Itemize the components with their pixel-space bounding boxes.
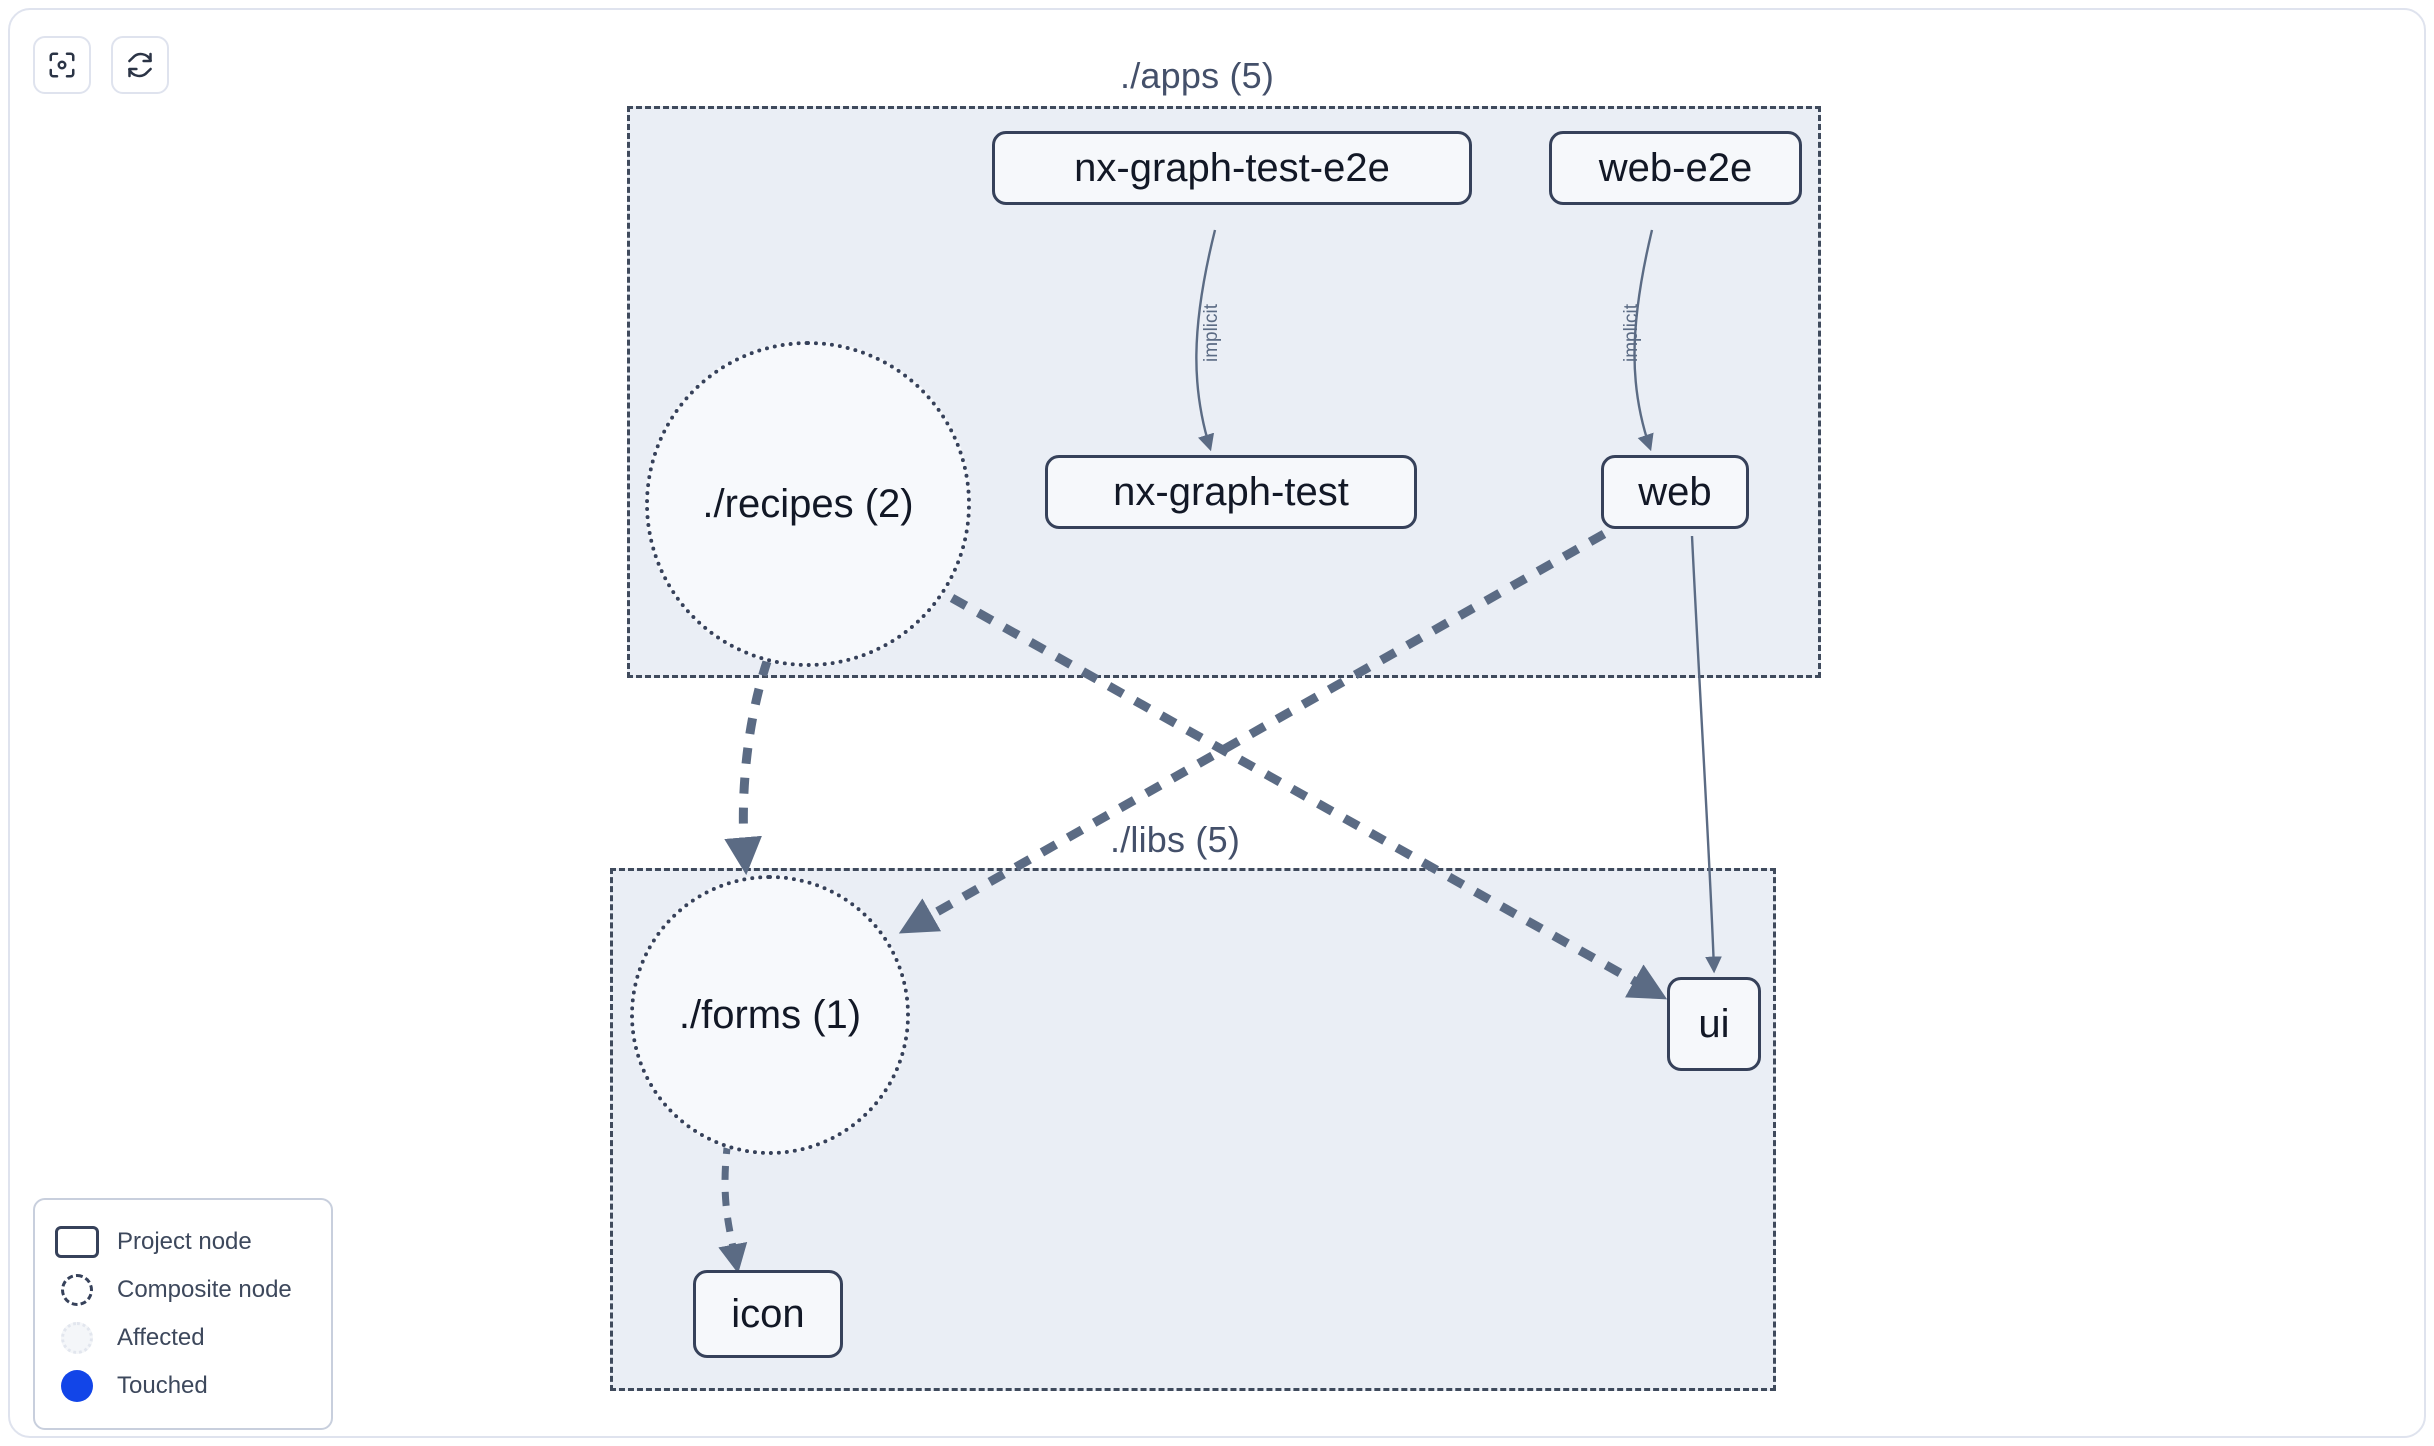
- legend-item-label: Touched: [117, 1372, 208, 1399]
- legend-item-project-node: Project node: [55, 1218, 311, 1266]
- affected-node-swatch: [55, 1321, 99, 1355]
- group-libs-label: ./libs (5): [1100, 822, 1251, 858]
- node-label: web-e2e: [1598, 145, 1753, 190]
- node-recipes[interactable]: ./recipes (2): [645, 341, 971, 667]
- node-ui[interactable]: ui: [1667, 977, 1761, 1071]
- node-web[interactable]: web: [1601, 455, 1749, 529]
- legend-item-touched: Touched: [55, 1362, 311, 1410]
- legend-item-label: Project node: [117, 1228, 252, 1255]
- legend-item-label: Composite node: [117, 1276, 292, 1303]
- node-nx-graph-test[interactable]: nx-graph-test: [1045, 455, 1417, 529]
- node-label: nx-graph-test-e2e: [1074, 145, 1390, 190]
- touched-node-swatch: [55, 1369, 99, 1403]
- focus-graph-button[interactable]: [33, 36, 91, 94]
- node-label: icon: [731, 1291, 805, 1336]
- legend-item-affected: Affected: [55, 1314, 311, 1362]
- node-nx-graph-test-e2e[interactable]: nx-graph-test-e2e: [992, 131, 1472, 205]
- node-label: ./recipes (2): [702, 481, 914, 526]
- legend-item-label: Affected: [117, 1324, 205, 1351]
- node-web-e2e[interactable]: web-e2e: [1549, 131, 1802, 205]
- edge-label-implicit-2: implicit: [1621, 303, 1642, 363]
- node-icon[interactable]: icon: [693, 1270, 843, 1358]
- edge-label-implicit-1: implicit: [1201, 303, 1222, 363]
- node-forms[interactable]: ./forms (1): [630, 875, 910, 1155]
- node-label: web: [1638, 469, 1712, 514]
- node-label: ui: [1698, 1001, 1730, 1046]
- legend-item-composite-node: Composite node: [55, 1266, 311, 1314]
- graph-toolbar: [33, 36, 169, 94]
- graph-legend: Project node Composite node Affected Tou…: [33, 1198, 333, 1430]
- refresh-graph-button[interactable]: [111, 36, 169, 94]
- node-label: nx-graph-test: [1113, 469, 1349, 514]
- refresh-icon: [125, 50, 155, 80]
- focus-target-icon: [47, 50, 77, 80]
- node-label: ./forms (1): [678, 992, 862, 1037]
- project-node-swatch: [55, 1225, 99, 1259]
- composite-node-swatch: [55, 1273, 99, 1307]
- group-apps-label: ./apps (5): [1110, 58, 1285, 94]
